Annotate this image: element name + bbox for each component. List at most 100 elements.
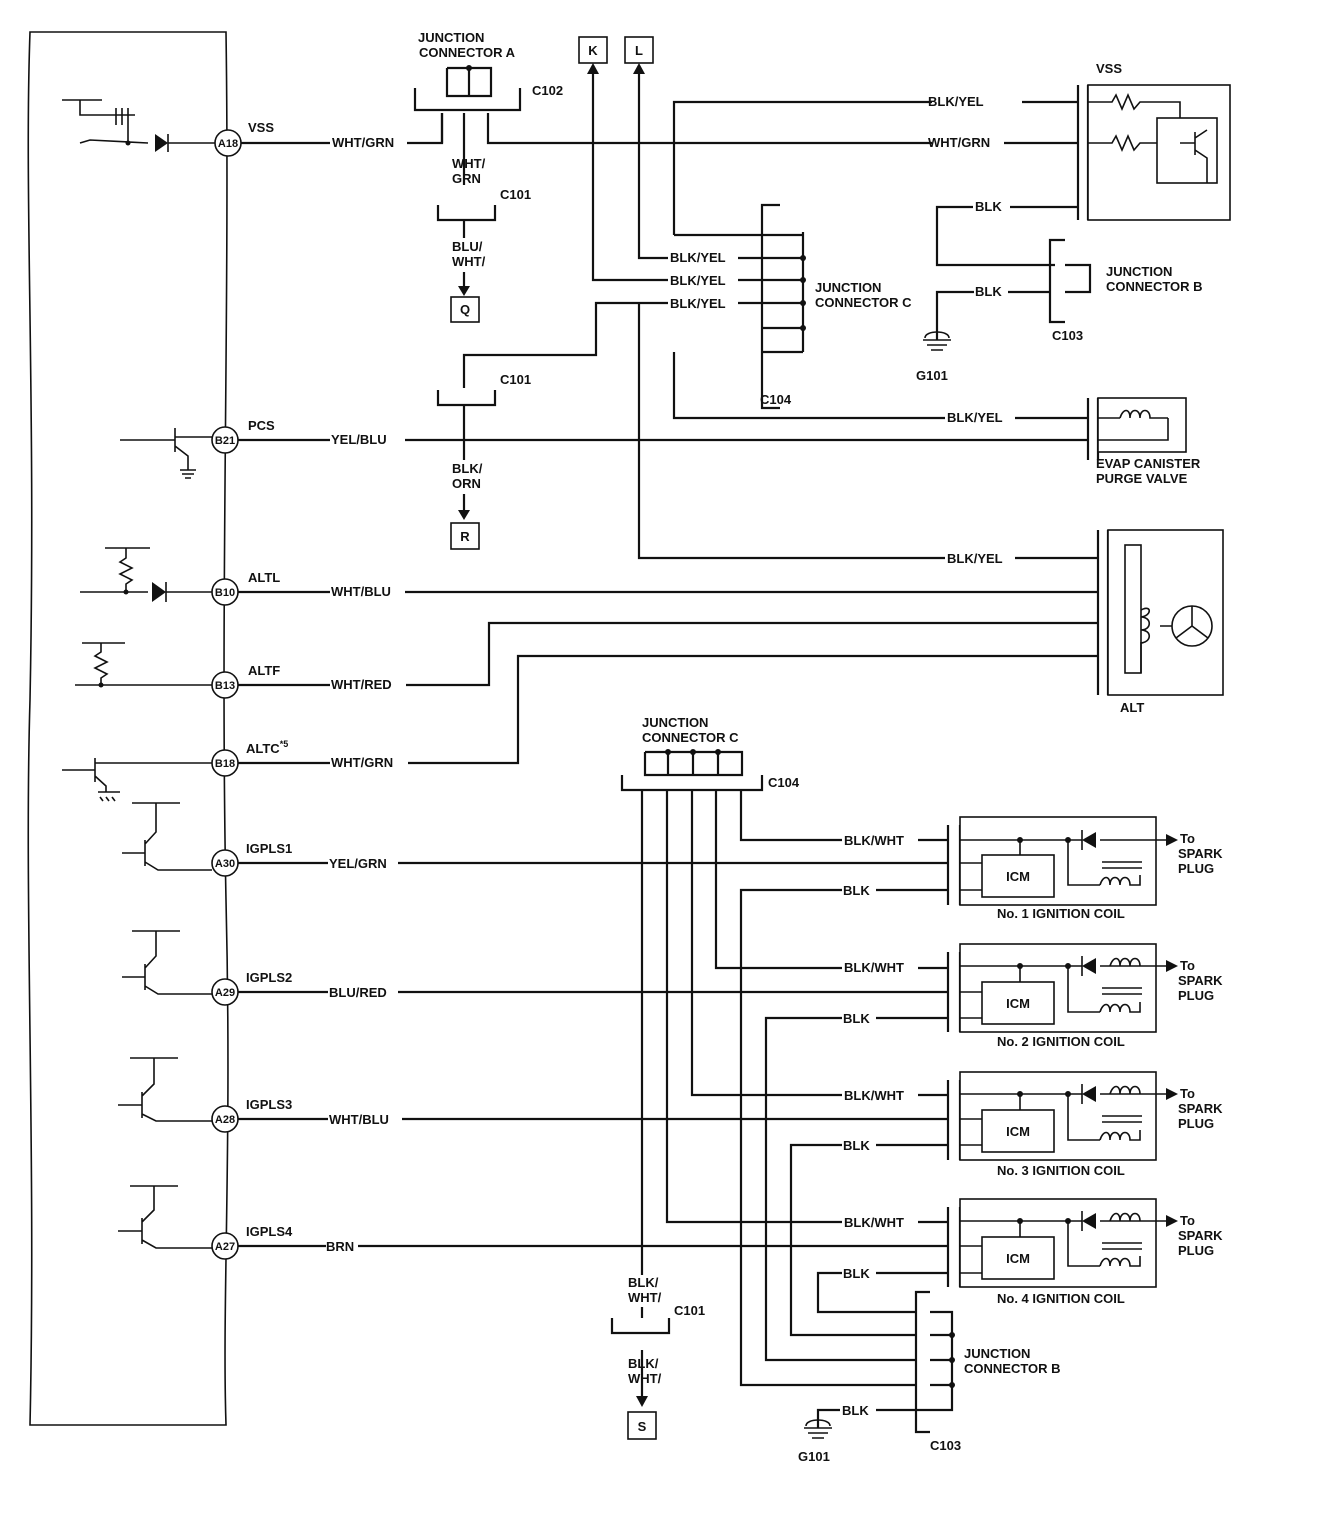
coil3-to: To <box>1180 1086 1195 1101</box>
alt-label: ALT <box>1120 700 1144 715</box>
wire-label-blk-wht-3: BLK/WHT <box>844 1088 904 1103</box>
pin-b13: B13 <box>211 671 239 699</box>
wire-label-vss-blk-yel: BLK/YEL <box>928 94 984 109</box>
junction-c-lower-connector: C104 <box>768 775 800 790</box>
wire-label-wht-q: WHT/ <box>452 254 486 269</box>
wire-label-wht-1: WHT/ <box>452 156 486 171</box>
pin-a18: A18 <box>214 129 242 157</box>
alternator <box>1096 529 1224 696</box>
coil4-plug: PLUG <box>1178 1243 1214 1258</box>
wire-label-coil3-blk: BLK <box>843 1138 870 1153</box>
junction-b-lower-line2: CONNECTOR B <box>964 1361 1061 1376</box>
wire-coil3-blk <box>789 1143 948 1337</box>
junction-connector-b-upper <box>1048 238 1092 324</box>
junction-c-lower-line2: CONNECTOR C <box>642 730 739 745</box>
evap-label-line2: PURGE VALVE <box>1096 471 1188 486</box>
wire-label-ground-blk-lower: BLK <box>842 1403 869 1418</box>
junction-a-line1: JUNCTION <box>418 30 484 45</box>
evap-label-line1: EVAP CANISTER <box>1096 456 1201 471</box>
wire-label-wht-s-1: WHT/ <box>628 1290 662 1305</box>
wire-label-jc-2: BLK/YEL <box>670 273 726 288</box>
wire-label-coil1-blk: BLK <box>843 883 870 898</box>
pin-a28: A28 <box>211 1105 239 1133</box>
coil1-label: No. 1 IGNITION COIL <box>997 906 1125 921</box>
junction-connector-c-lower <box>620 749 764 792</box>
wire-label-blk-wht-4: BLK/WHT <box>844 1215 904 1230</box>
coil1-to: To <box>1180 831 1195 846</box>
pin-b18: B18 <box>211 749 239 777</box>
wire-alt-blk-yel <box>637 303 1098 560</box>
wire-coil1-blk <box>739 888 948 1387</box>
svg-text:B10: B10 <box>215 587 235 599</box>
svg-text:L: L <box>635 43 643 58</box>
wire-ground-blk-lower <box>816 1408 916 1428</box>
c101-label-1: C101 <box>500 187 531 202</box>
wire-k <box>591 74 668 282</box>
ignition-coil-3 <box>946 1071 1178 1161</box>
arrow-l <box>633 63 645 74</box>
wire-altc <box>238 654 1098 765</box>
g101-label-upper: G101 <box>916 368 948 383</box>
coil4-spark: SPARK <box>1178 1228 1223 1243</box>
icm-label-2: ICM <box>1006 996 1030 1011</box>
pin-a27: A27 <box>211 1232 239 1260</box>
wire-label-altf: WHT/RED <box>331 677 392 692</box>
wire-label-evap-blk-yel: BLK/YEL <box>947 410 1003 425</box>
pcs-driver-transistor <box>120 428 212 479</box>
junction-b-lower-line1: JUNCTION <box>964 1346 1030 1361</box>
wire-label-pcs: YEL/BLU <box>331 432 387 447</box>
wire-evap-blk-yel <box>672 352 1088 420</box>
icm-label-1: ICM <box>1006 869 1030 884</box>
junction-c-lower-line1: JUNCTION <box>642 715 708 730</box>
ignition-coil-2 <box>946 943 1178 1033</box>
altc-driver-transistor <box>62 758 212 802</box>
wire-label-altc: WHT/GRN <box>331 755 393 770</box>
offpage-r: R <box>450 522 480 550</box>
signal-igpls4: IGPLS4 <box>246 1224 293 1239</box>
coil1-spark: SPARK <box>1178 846 1223 861</box>
coil2-label: No. 2 IGNITION COIL <box>997 1034 1125 1049</box>
signal-altf: ALTF <box>248 663 280 678</box>
wire-label-wht-s-2: WHT/ <box>628 1371 662 1386</box>
svg-text:R: R <box>460 529 470 544</box>
svg-text:A28: A28 <box>215 1114 235 1126</box>
wire-coil4-blk <box>816 1271 948 1314</box>
wire-ground-blk-upper <box>935 290 1050 340</box>
wire-blk-wht-coil1 <box>739 790 948 842</box>
signal-altl: ALTL <box>248 570 280 585</box>
wire-label-vss: WHT/GRN <box>332 135 394 150</box>
coil2-plug: PLUG <box>1178 988 1214 1003</box>
signal-vss: VSS <box>248 120 274 135</box>
c101-label-2: C101 <box>500 372 531 387</box>
icm-label-4: ICM <box>1006 1251 1030 1266</box>
igpls3-driver-transistor <box>118 1057 212 1122</box>
wire-label-jc-3: BLK/YEL <box>670 296 726 311</box>
offpage-q: Q <box>450 296 480 323</box>
evap-purge-valve <box>1086 397 1187 460</box>
wire-label-igpls4: BRN <box>326 1239 354 1254</box>
coil2-spark: SPARK <box>1178 973 1223 988</box>
wire-label-igpls3: WHT/BLU <box>329 1112 389 1127</box>
junction-b-upper-connector: C103 <box>1052 328 1083 343</box>
ground-symbol-lower <box>804 1419 832 1439</box>
coil3-plug: PLUG <box>1178 1116 1214 1131</box>
junction-b-upper-line1: JUNCTION <box>1106 264 1172 279</box>
coil1-plug: PLUG <box>1178 861 1214 876</box>
icm-label-3: ICM <box>1006 1124 1030 1139</box>
wire-label-blk-wht-2: BLK/WHT <box>844 960 904 975</box>
svg-text:B13: B13 <box>215 680 235 692</box>
wire-vss-blk <box>935 205 1078 267</box>
vss-sensor <box>1076 84 1231 221</box>
wire-coil2-blk <box>764 1016 948 1362</box>
signal-igpls3: IGPLS3 <box>246 1097 292 1112</box>
coil4-to: To <box>1180 1213 1195 1228</box>
pin-b10: B10 <box>211 578 239 606</box>
svg-text:S: S <box>638 1419 647 1434</box>
signal-altc: ALTC*5 <box>246 739 288 756</box>
wire-label-blk-r: BLK/ <box>452 461 483 476</box>
offpage-k: K <box>578 36 608 64</box>
junction-c-upper-connector: C104 <box>760 392 792 407</box>
svg-text:Q: Q <box>460 302 470 317</box>
svg-text:A18: A18 <box>218 138 238 150</box>
junction-a-connector: C102 <box>532 83 563 98</box>
